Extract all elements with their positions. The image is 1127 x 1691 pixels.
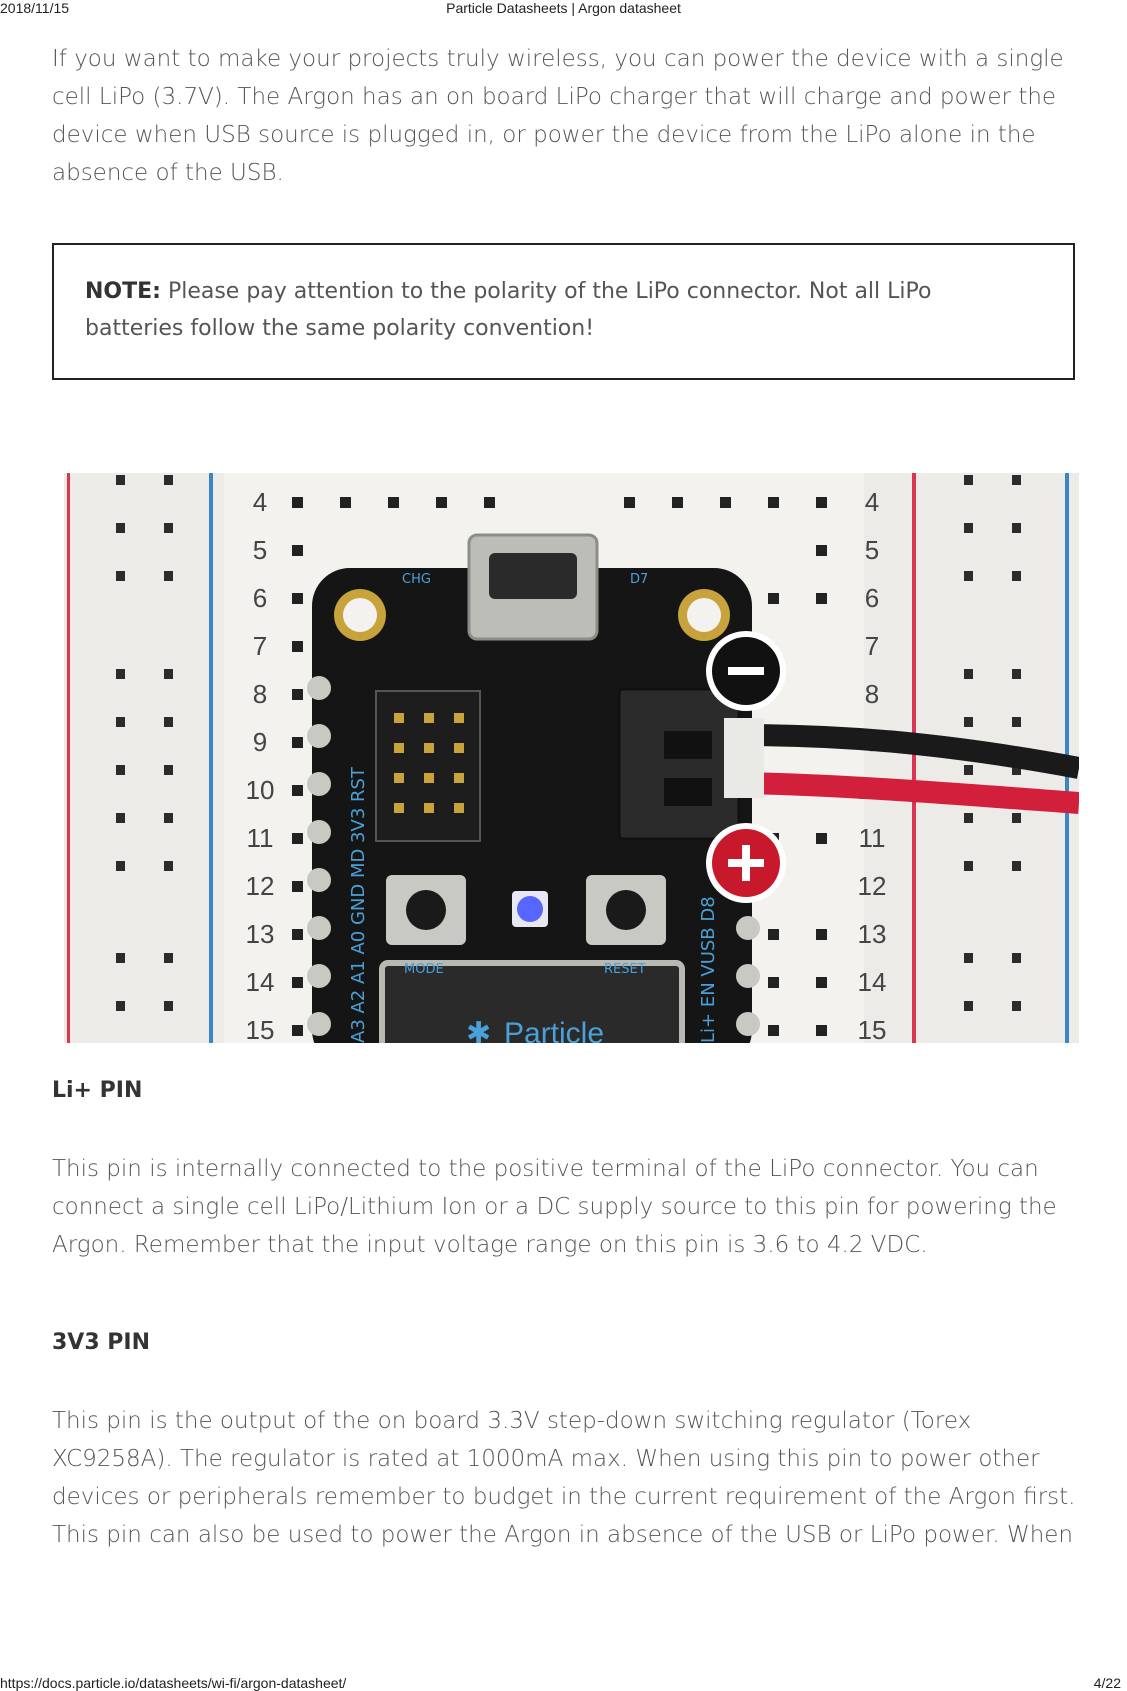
print-url: https://docs.particle.io/datasheets/wi-f… bbox=[0, 1675, 347, 1691]
d7-label: D7 bbox=[630, 572, 648, 587]
row-number: 7 bbox=[865, 631, 879, 661]
board-right-label: Li+ EN VUSB D8 bbox=[698, 896, 719, 1043]
argon-board: CHG D7 MODE RESET A3 A2 A1 A0 GND MD 3V3… bbox=[307, 533, 760, 1043]
argon-photo-illustration: 4 5 6 7 8 9 10 11 12 13 14 15 4 5 6 7 8 … bbox=[64, 473, 1079, 1043]
lipo-connector bbox=[617, 687, 741, 841]
mode-label: MODE bbox=[404, 962, 444, 977]
row-numbers-left: 4 5 6 7 8 9 10 11 12 13 14 15 bbox=[246, 487, 275, 1043]
row-number: 12 bbox=[246, 871, 275, 901]
chg-label: CHG bbox=[402, 572, 431, 587]
plus-marker bbox=[706, 823, 786, 903]
note-text: NOTE: Please pay attention to the polari… bbox=[85, 273, 1005, 347]
row-number: 7 bbox=[253, 631, 267, 661]
print-page-number: 4/22 bbox=[1093, 1675, 1121, 1691]
print-date: 2018/11/15 bbox=[0, 0, 70, 16]
row-number: 13 bbox=[858, 919, 887, 949]
note-body: Please pay attention to the polarity of … bbox=[85, 279, 932, 341]
rail-red-left bbox=[67, 473, 70, 1043]
row-number: 10 bbox=[246, 775, 275, 805]
minus-marker bbox=[706, 631, 786, 711]
module-star-icon: ✱ bbox=[466, 1016, 491, 1043]
row-number: 8 bbox=[253, 679, 267, 709]
rail-holes bbox=[116, 475, 1021, 1011]
argon-battery-photo: 4 5 6 7 8 9 10 11 12 13 14 15 4 5 6 7 8 … bbox=[64, 473, 1079, 1043]
row-number: 6 bbox=[253, 583, 267, 613]
row-number: 11 bbox=[859, 823, 886, 853]
row-number: 9 bbox=[253, 727, 267, 757]
rail-blue-left bbox=[209, 473, 213, 1043]
row-number: 14 bbox=[858, 967, 887, 997]
section-body-3v3-pin: This pin is the output of the on board 3… bbox=[52, 1408, 1076, 1548]
note-label: NOTE: bbox=[85, 279, 161, 304]
reset-label: RESET bbox=[604, 962, 646, 977]
row-number: 12 bbox=[858, 871, 887, 901]
terminal-holes bbox=[292, 497, 827, 1036]
row-number: 5 bbox=[253, 535, 267, 565]
row-numbers-right: 4 5 6 7 8 9 10 11 12 13 14 15 bbox=[858, 487, 887, 1043]
battery-wires bbox=[724, 718, 1079, 814]
board-pin-label: A3 A2 A1 A0 GND MD 3V3 RST bbox=[348, 766, 369, 1043]
print-title: Particle Datasheets | Argon datasheet bbox=[446, 0, 681, 16]
row-number: 15 bbox=[858, 1015, 887, 1043]
rail-red-right bbox=[912, 473, 916, 1043]
wifi-module bbox=[379, 960, 685, 1043]
row-number: 14 bbox=[246, 967, 275, 997]
board-pins-left bbox=[307, 676, 331, 1036]
row-number: 6 bbox=[865, 583, 879, 613]
intro-paragraph: If you want to make your projects truly … bbox=[52, 46, 1064, 186]
section-heading-li-pin: Li+ PIN bbox=[52, 1078, 143, 1103]
row-number: 4 bbox=[253, 487, 267, 517]
section-body-li-pin: This pin is internally connected to the … bbox=[52, 1156, 1057, 1258]
section-heading-3v3-pin: 3V3 PIN bbox=[52, 1330, 151, 1355]
particle-brand: Particle bbox=[504, 1017, 604, 1043]
row-number: 11 bbox=[247, 823, 274, 853]
row-number: 4 bbox=[865, 487, 879, 517]
row-number: 13 bbox=[246, 919, 275, 949]
note-box: NOTE: Please pay attention to the polari… bbox=[52, 243, 1075, 380]
row-number: 5 bbox=[865, 535, 879, 565]
row-number: 8 bbox=[865, 679, 879, 709]
row-number: 15 bbox=[246, 1015, 275, 1043]
